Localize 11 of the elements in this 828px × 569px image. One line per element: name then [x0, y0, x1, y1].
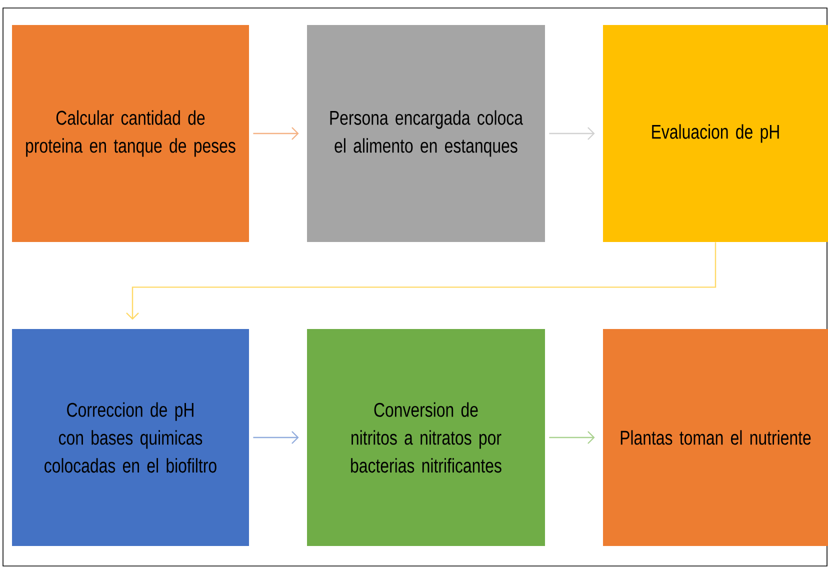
process-box: Correccion de pH con bases quimicas colocadas en el biofiltro [12, 329, 249, 546]
process-box: Conversion de nitritos a nitratos por bacterias nitrificantes [307, 329, 545, 546]
arrow [126, 242, 716, 320]
arrow [549, 431, 595, 444]
process-box: Plantas toman el nutriente [603, 329, 828, 546]
arrow [253, 431, 299, 444]
arrow [253, 127, 299, 140]
process-box: Evaluacion de pH [603, 25, 828, 242]
arrow [549, 127, 595, 140]
process-box: Calcular cantidad de proteina en tanque de peses [12, 25, 249, 242]
process-box: Persona encargada coloca el alimento en estanques [307, 25, 545, 242]
